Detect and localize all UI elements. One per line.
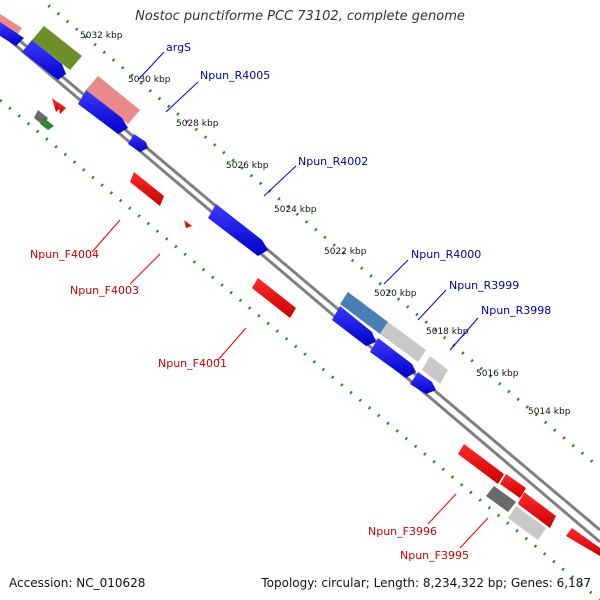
kbp-label: 5016 kbp [476, 369, 519, 379]
kbp-scale-labels: 5032 kbp 5030 kbp 5028 kbp 5026 kbp 5024… [80, 31, 571, 417]
gene-label-npun-r4005: Npun_R4005 [200, 69, 270, 82]
kbp-label: 5022 kbp [324, 247, 367, 257]
kbp-label: 5020 kbp [374, 289, 417, 299]
kbp-label: 5018 kbp [426, 327, 469, 337]
accession-text: Accession: NC_010628 [9, 576, 146, 590]
gene-label-npun-r3998: Npun_R3998 [481, 304, 551, 317]
gene-label-npun-f4004: Npun_F4004 [30, 248, 99, 261]
genome-summary-text: Topology: circular; Length: 8,234,322 bp… [261, 576, 591, 590]
gene-label-npun-f3996: Npun_F3996 [368, 525, 437, 538]
gene-label-npun-f4003: Npun_F4003 [70, 284, 139, 297]
gene-label-npun-f3995: Npun_F3995 [400, 549, 469, 562]
gene-label-npun-r3999: Npun_R3999 [449, 279, 519, 292]
kbp-label: 5014 kbp [528, 407, 571, 417]
kbp-label: 5024 kbp [274, 205, 317, 215]
kbp-label: 5028 kbp [176, 119, 219, 129]
gene-label-argS: argS [166, 41, 191, 54]
upper-gene-labels[interactable]: argS Npun_R4005 Npun_R4002 Npun_R4000 Np… [137, 41, 551, 351]
gene-features-lower[interactable] [34, 98, 600, 556]
lower-gene-labels[interactable]: Npun_F4004 Npun_F4003 Npun_F4001 Npun_F3… [30, 219, 489, 562]
kbp-label: 5026 kbp [226, 161, 269, 171]
gene-label-npun-f4001: Npun_F4001 [158, 357, 227, 370]
kbp-label: 5030 kbp [128, 75, 171, 85]
gene-features-upper[interactable] [0, 14, 448, 394]
map-title: Nostoc punctiforme PCC 73102, complete g… [135, 9, 465, 24]
kbp-label: 5032 kbp [80, 31, 123, 41]
gene-label-npun-r4002: Npun_R4002 [298, 155, 368, 168]
gene-label-npun-r4000: Npun_R4000 [411, 248, 481, 261]
